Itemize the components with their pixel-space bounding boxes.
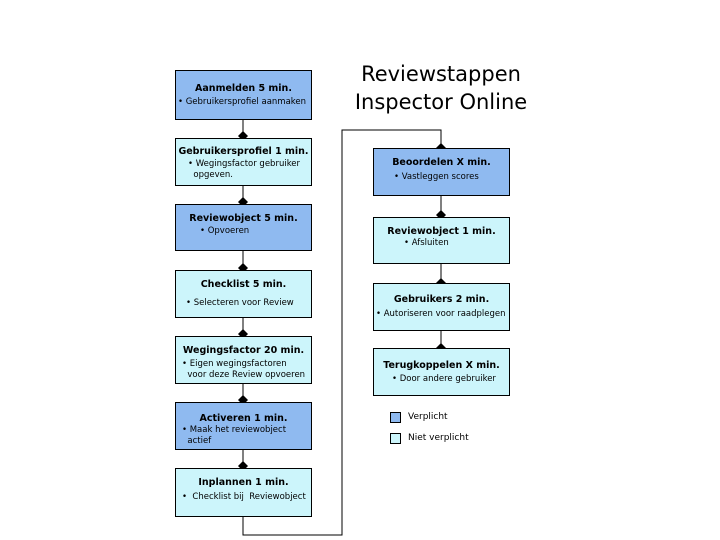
legend-label-niet-verplicht: Niet verplicht xyxy=(408,433,469,443)
step-description: • Selecteren voor Review xyxy=(186,298,294,308)
step-reviewobject-afsluiten: Reviewobject 1 min. • Afsluiten xyxy=(373,217,510,264)
step-aanmelden: Aanmelden 5 min. • Gebruikersprofiel aan… xyxy=(175,70,312,120)
step-title: Terugkoppelen X min. xyxy=(383,360,500,371)
step-gebruikers: Gebruikers 2 min. • Autoriseren voor raa… xyxy=(373,283,510,331)
step-gebruikersprofiel: Gebruikersprofiel 1 min. • Wegingsfactor… xyxy=(175,138,312,186)
diagram-title: Reviewstappen Inspector Online xyxy=(330,60,552,116)
step-description: • Wegingsfactor gebruiker opgeven. xyxy=(188,159,301,180)
connector-line xyxy=(242,129,442,536)
step-title: Beoordelen X min. xyxy=(392,157,491,168)
step-beoordelen: Beoordelen X min. • Vastleggen scores xyxy=(373,148,510,196)
step-title: Aanmelden 5 min. xyxy=(195,83,292,94)
step-description: • Gebruikersprofiel aanmaken xyxy=(178,97,307,107)
step-activeren: Activeren 1 min. • Maak het reviewobject… xyxy=(175,402,312,450)
step-description: • Maak het reviewobject actief xyxy=(182,425,287,446)
step-title: Checklist 5 min. xyxy=(200,279,287,290)
step-description: • Door andere gebruiker xyxy=(392,374,496,384)
step-wegingsfactor: Wegingsfactor 20 min. • Eigen wegingsfac… xyxy=(175,336,312,384)
legend-swatch-niet-verplicht xyxy=(390,433,401,444)
step-description: • Autoriseren voor raadplegen xyxy=(376,309,506,319)
step-description: • Afsluiten xyxy=(404,238,449,248)
diagram-title-line1: Reviewstappen xyxy=(361,62,521,86)
legend-swatch-verplicht xyxy=(390,412,401,423)
step-title: Gebruikers 2 min. xyxy=(393,294,490,305)
diagram-title-line2: Inspector Online xyxy=(354,90,528,114)
step-description: • Checklist bij Reviewobject xyxy=(182,492,306,502)
step-title: Reviewobject 1 min. xyxy=(387,226,496,237)
step-checklist: Checklist 5 min. • Selecteren voor Revie… xyxy=(175,270,312,318)
step-title: Reviewobject 5 min. xyxy=(189,213,298,224)
legend-label-verplicht: Verplicht xyxy=(408,412,448,422)
step-title: Wegingsfactor 20 min. xyxy=(182,345,305,356)
step-description: • Opvoeren xyxy=(200,226,250,236)
step-description: • Eigen wegingsfactoren voor deze Review… xyxy=(182,359,306,380)
step-reviewobject: Reviewobject 5 min. • Opvoeren xyxy=(175,204,312,251)
step-inplannen: Inplannen 1 min. • Checklist bij Reviewo… xyxy=(175,468,312,517)
step-title: Inplannen 1 min. xyxy=(198,477,289,488)
step-description: • Vastleggen scores xyxy=(394,172,479,182)
step-terugkoppelen: Terugkoppelen X min. • Door andere gebru… xyxy=(373,348,510,396)
step-title: Activeren 1 min. xyxy=(199,413,288,424)
step-title: Gebruikersprofiel 1 min. xyxy=(178,146,309,157)
